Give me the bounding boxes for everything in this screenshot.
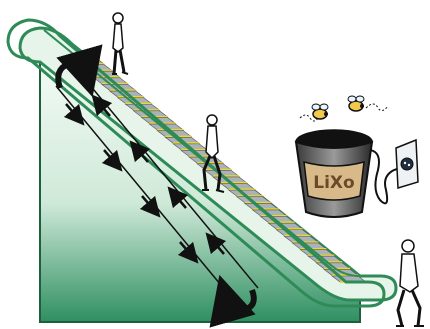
trash-can-label: LiXo	[313, 173, 354, 193]
trash-can-icon: LiXo	[296, 130, 372, 217]
person-icon	[396, 240, 424, 326]
fly-icon	[348, 96, 388, 111]
power-cord	[370, 150, 400, 203]
person-icon	[112, 13, 128, 74]
power-outlet-icon	[396, 140, 418, 188]
fly-icon	[300, 104, 328, 121]
